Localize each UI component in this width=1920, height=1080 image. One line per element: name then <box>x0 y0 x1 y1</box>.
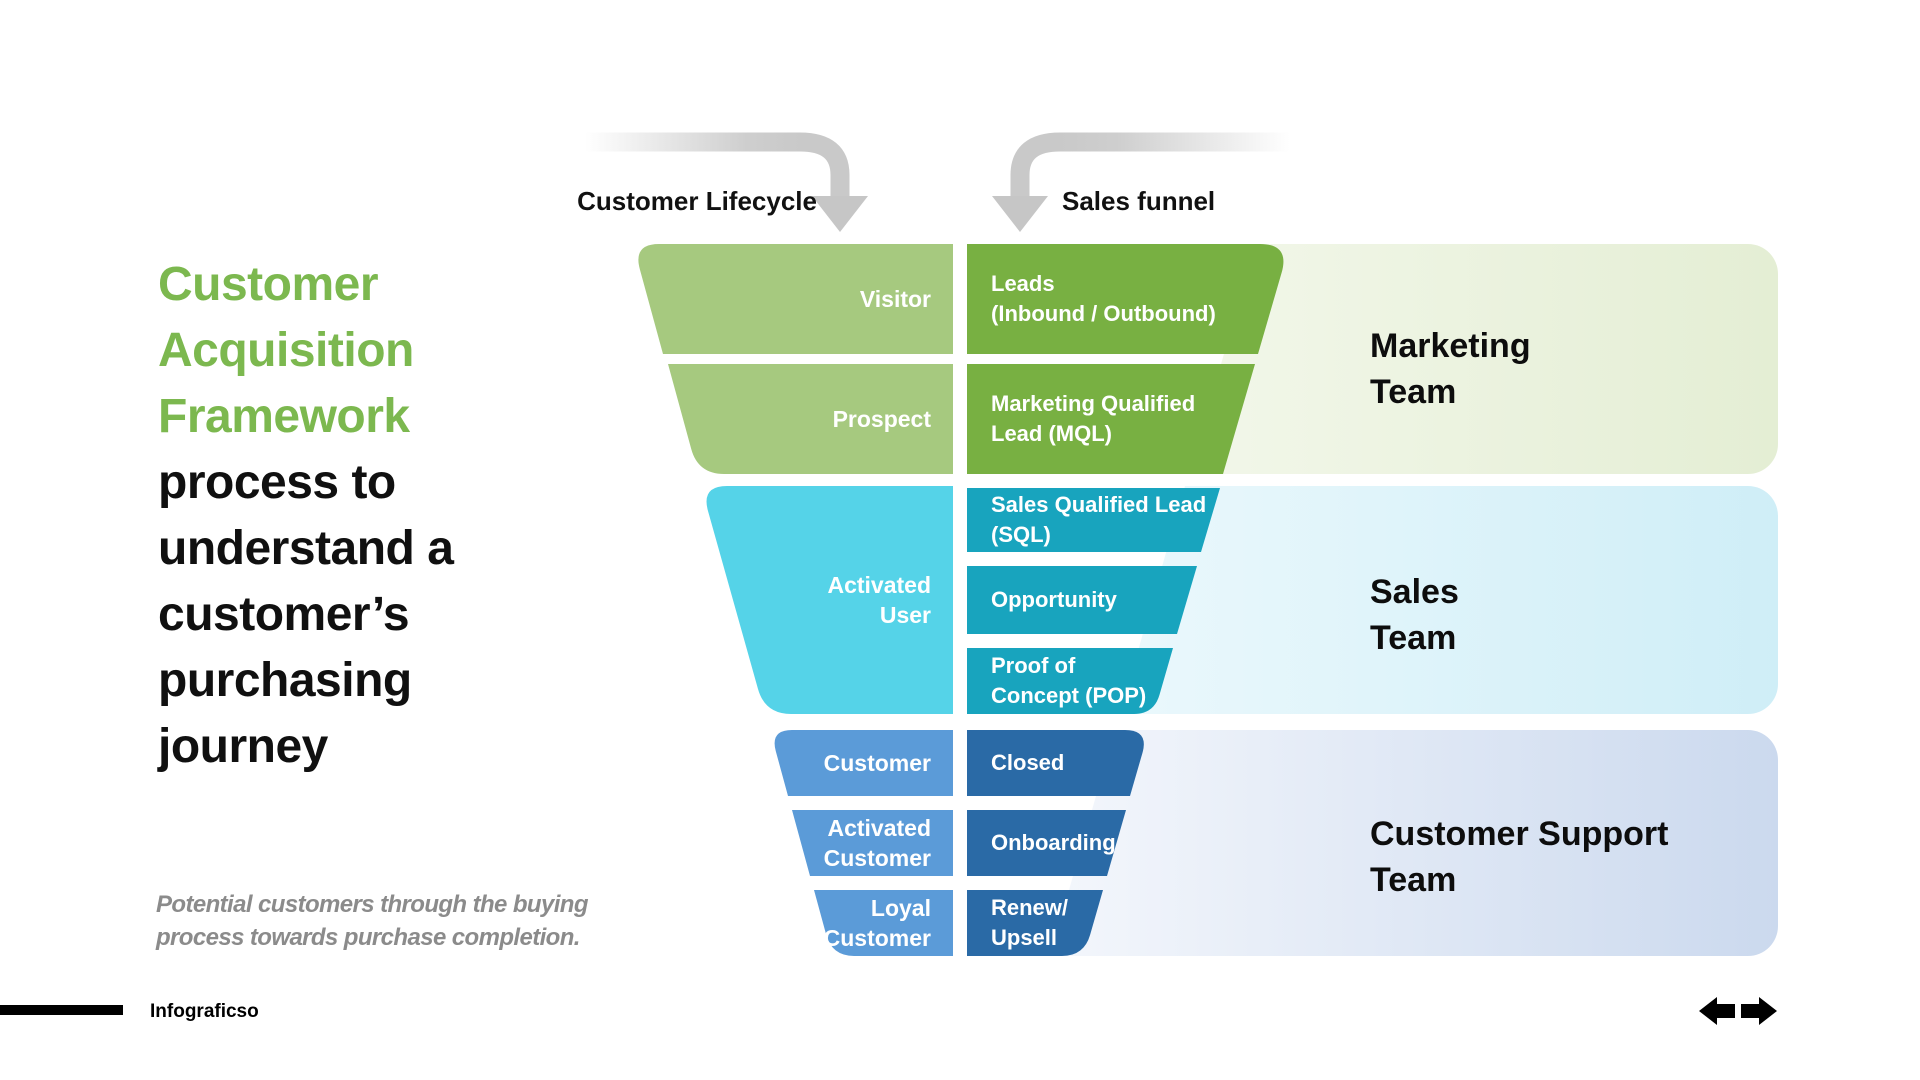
lifecycle-customer-label: Customer <box>823 750 931 776</box>
label-line: Team <box>1370 619 1457 657</box>
label-line: Proof of <box>991 653 1076 678</box>
label-line: Concept (POP) <box>991 683 1147 708</box>
footer-accent-bar <box>0 1005 123 1015</box>
page-title-line: Framework <box>158 390 410 443</box>
funnel-onboarding-shape <box>967 810 1126 876</box>
label-line: User <box>879 602 931 628</box>
label-line: Sales Qualified Lead <box>991 492 1207 517</box>
label-line: (SQL) <box>991 522 1051 547</box>
lifecycle-activated-customer-label: Activated Customer <box>824 813 931 873</box>
page-title-line: understand a <box>158 522 454 575</box>
funnel-activated-user-shape <box>706 486 953 714</box>
sales-team-label: Sales Team <box>1370 569 1459 661</box>
stage-sql-label: Sales Qualified Lead (SQL) <box>991 490 1206 550</box>
funnel-visitor-shape <box>638 244 953 354</box>
page-title-line: Acquisition <box>158 324 414 377</box>
label-line: Team <box>1370 861 1457 899</box>
stage-renew-upsell-label: Renew/ Upsell <box>991 893 1068 953</box>
lifecycle-loyal-customer-label: Loyal Customer <box>824 893 931 953</box>
sales-team-panel <box>1120 486 1778 714</box>
label-line: Renew/ <box>991 895 1069 920</box>
lifecycle-visitor-label: Visitor <box>859 286 931 312</box>
label-line: Leads <box>991 271 1055 296</box>
stage-opportunity-label: Opportunity <box>991 587 1117 612</box>
subtitle-line: Potential customers through the buying <box>156 891 588 918</box>
funnel-customer-shape <box>774 730 953 796</box>
label-line: Sales <box>1370 573 1459 611</box>
brand-name: Infograficso <box>150 1001 259 1022</box>
label-line: (Inbound / Outbound) <box>991 301 1216 326</box>
marketing-team-label: Marketing Team <box>1370 323 1531 415</box>
funnel-prospect-shape <box>668 364 953 474</box>
lifecycle-prospect-label: Prospect <box>832 406 931 432</box>
page-title-line: customer’s <box>158 588 410 641</box>
page-title-line: journey <box>158 720 328 773</box>
page-title-line: purchasing <box>158 654 412 707</box>
funnel-closed-shape <box>967 730 1144 796</box>
label-line: Team <box>1370 373 1457 411</box>
label-line: Upsell <box>991 925 1058 950</box>
funnel-pop-shape <box>967 648 1173 714</box>
next-slide-arrow-icon[interactable] <box>1741 997 1777 1025</box>
marketing-team-panel <box>1190 244 1778 474</box>
stage-mql-label: Marketing Qualified Lead (MQL) <box>991 389 1195 449</box>
sales-funnel-arrow-icon <box>1010 132 1290 198</box>
lifecycle-activated-user-label: Activated User <box>827 570 931 630</box>
subtitle-line: process towards purchase completion. <box>156 924 580 951</box>
sales-funnel-arrowhead-icon <box>992 196 1048 232</box>
label-line: Marketing <box>1370 327 1531 365</box>
funnel-renew-upsell-shape <box>967 890 1103 956</box>
stage-closed-label: Closed <box>991 750 1065 775</box>
sales-funnel-header: Sales funnel <box>1062 186 1216 216</box>
page-title-line: process to <box>158 456 396 509</box>
funnel-leads-shape <box>967 244 1284 354</box>
support-team-panel <box>1050 730 1778 956</box>
label-line: Customer Support <box>1370 815 1669 853</box>
funnel-opportunity-shape <box>967 566 1197 634</box>
stage-onboarding-label: Onboarding <box>991 830 1116 855</box>
funnel-loyal-customer-shape <box>814 890 953 956</box>
label-line: Lead (MQL) <box>991 421 1112 446</box>
label-line: Customer <box>823 845 931 871</box>
funnel-mql-shape <box>967 364 1255 474</box>
stage-leads-label: Leads (Inbound / Outbound) <box>991 269 1216 329</box>
label-line: Loyal <box>870 895 931 921</box>
label-line: Marketing Qualified <box>991 391 1196 416</box>
prev-slide-arrow-icon[interactable] <box>1699 997 1735 1025</box>
page-title-line: Customer <box>158 258 379 311</box>
funnel-sql-shape <box>967 488 1220 552</box>
label-line: Activated <box>827 572 931 598</box>
customer-support-team-label: Customer Support Team <box>1370 811 1668 903</box>
label-line: Customer <box>823 925 931 951</box>
funnel-activated-customer-shape <box>792 810 953 876</box>
label-line: Activated <box>827 815 931 841</box>
lifecycle-arrowhead-icon <box>812 196 868 232</box>
lifecycle-arrow-icon <box>585 132 850 198</box>
stage-pop-label: Proof of Concept (POP) <box>991 651 1146 711</box>
customer-lifecycle-header: Customer Lifecycle <box>577 186 817 216</box>
